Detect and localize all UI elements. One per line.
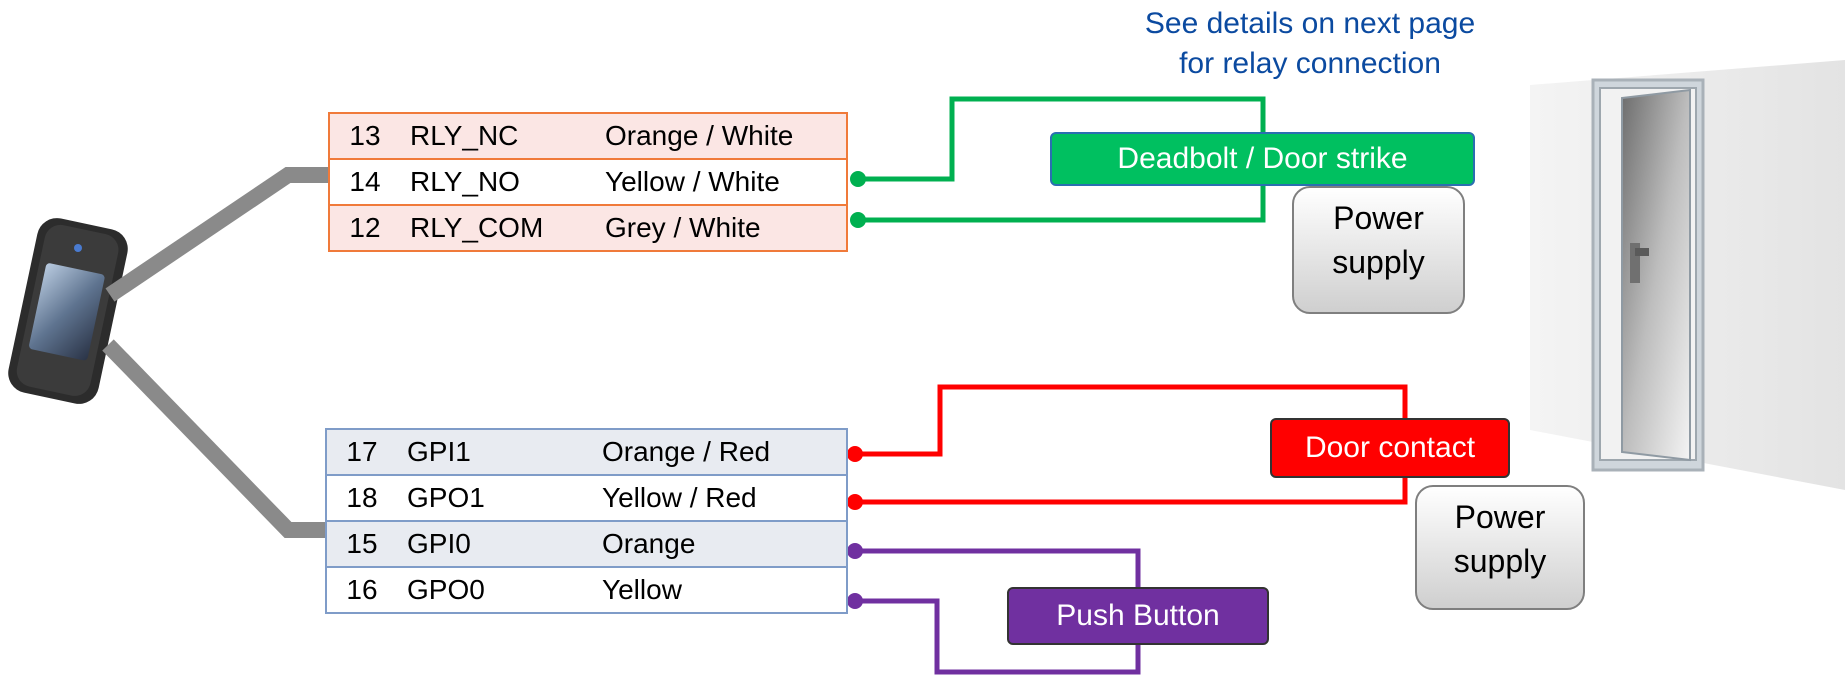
power-supply-line-1: Power: [1454, 499, 1546, 535]
gpi1-terminal: [847, 446, 863, 462]
door-contact-label: Door contact: [1270, 418, 1510, 478]
deadbolt-door-strike-label: Deadbolt / Door strike: [1050, 132, 1475, 186]
power-supply-line-2: supply: [1332, 244, 1425, 280]
relay-com-terminal: [850, 212, 866, 228]
pin-signal: RLY_NC: [410, 120, 519, 151]
power-supply-line-1: Power: [1333, 200, 1424, 236]
pin-number: 13: [349, 120, 381, 151]
gpo1-terminal: [847, 494, 863, 510]
gpi0-terminal: [847, 543, 863, 559]
wire-color: Orange: [602, 528, 696, 559]
wire-color: Yellow / Red: [602, 482, 757, 513]
wire-color: Grey / White: [605, 212, 761, 243]
power-supply-line-2: supply: [1453, 543, 1547, 579]
pin-signal: RLY_NO: [410, 166, 520, 197]
gpo0-terminal: [847, 593, 863, 609]
io-pin-table: 17 GPI1 Orange / Red 18 GPO1 Yellow / Re…: [325, 428, 848, 614]
wire-color: Orange / Red: [602, 436, 771, 467]
pin-signal: GPO1: [407, 482, 485, 513]
pin-number: 16: [346, 574, 378, 605]
relay-wires: [858, 96, 1266, 223]
push-button-label: Push Button: [1007, 587, 1269, 645]
device-cables: [102, 167, 328, 538]
relay-note: See details on next page for relay conne…: [1040, 4, 1580, 84]
door-illustration: [1530, 60, 1845, 490]
pin-signal: GPI1: [407, 436, 471, 467]
pin-signal: RLY_COM: [410, 212, 544, 243]
wire-color: Yellow: [602, 574, 682, 605]
relay-note-line-1: See details on next page: [1144, 7, 1476, 40]
wire-color: Yellow / White: [605, 166, 780, 197]
pin-number: 17: [346, 436, 378, 467]
pin-number: 12: [349, 212, 381, 243]
table-row: 13 RLY_NC Orange / White: [329, 113, 847, 159]
pin-number: 15: [346, 528, 378, 559]
pin-signal: GPO0: [407, 574, 485, 605]
pin-number: 14: [349, 166, 381, 197]
door-contact-wires: [855, 384, 1408, 505]
pin-signal: GPI0: [407, 528, 471, 559]
relay-no-terminal: [850, 171, 866, 187]
table-row: 12 RLY_COM Grey / White: [329, 205, 847, 251]
table-row: 15 GPI0 Orange: [326, 521, 847, 567]
table-row: 14 RLY_NO Yellow / White: [329, 159, 847, 205]
table-row: 17 GPI1 Orange / Red: [326, 429, 847, 475]
power-supply-relay: Power supply: [1292, 186, 1465, 314]
relay-note-line-2: for relay connection: [1179, 47, 1441, 80]
power-supply-door-contact: Power supply: [1415, 485, 1585, 610]
table-row: 18 GPO1 Yellow / Red: [326, 475, 847, 521]
pin-number: 18: [346, 482, 378, 513]
wire-color: Orange / White: [605, 120, 794, 151]
card-reader-device: [8, 218, 128, 404]
push-button-wires: [855, 548, 1141, 675]
table-row: 16 GPO0 Yellow: [326, 567, 847, 613]
relay-pin-table: 13 RLY_NC Orange / White 14 RLY_NO Yello…: [328, 112, 848, 252]
